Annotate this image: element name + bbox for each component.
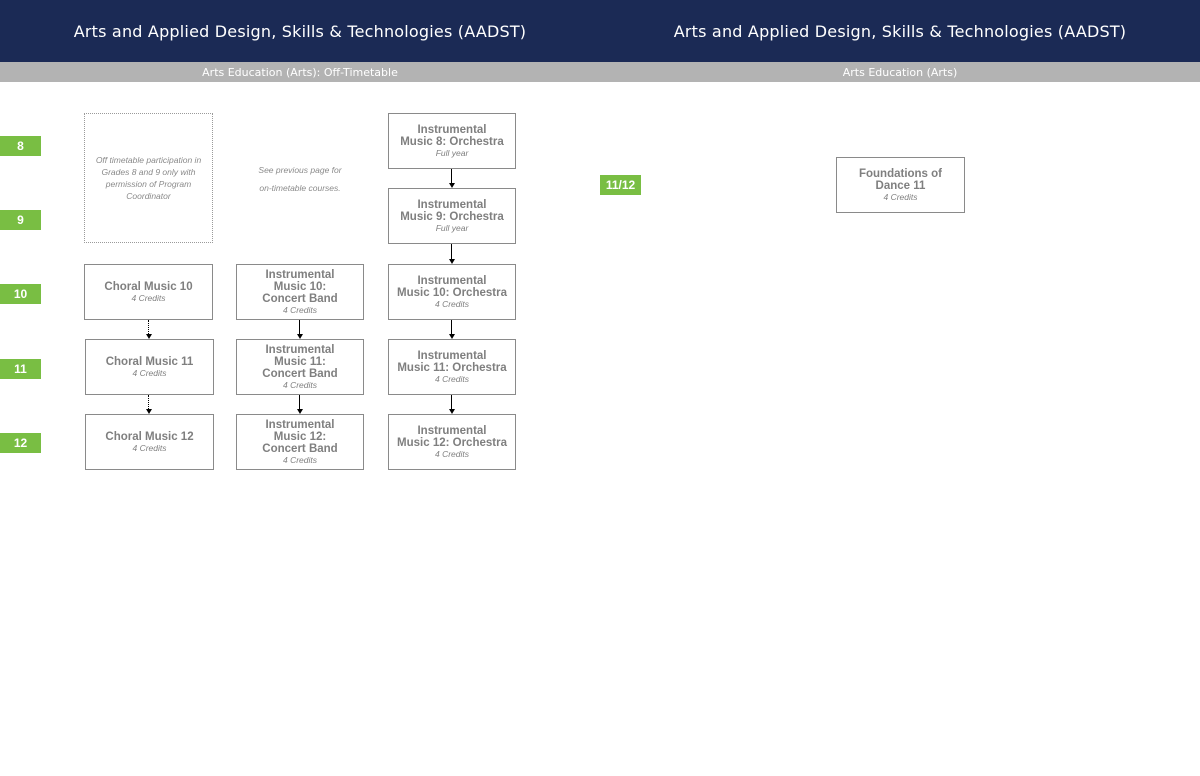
arrowhead-orch-9-10	[449, 259, 455, 264]
arrow-line-orch-9-10	[451, 244, 452, 259]
off-timetable-note-box: Off timetable participation in Grades 8 …	[84, 113, 213, 243]
grade-tag-9: 9	[0, 210, 41, 230]
course-credits: 4 Credits	[132, 442, 167, 453]
arrowhead-orch-11-12	[449, 409, 455, 414]
course-credits: 4 Credits	[883, 191, 918, 202]
course-title: Instrumental Music 9: Orchestra	[400, 198, 504, 223]
arrow-line-orch-10-11	[451, 320, 452, 334]
course-choral-music-10: Choral Music 10 4 Credits	[84, 264, 213, 320]
course-credits: 4 Credits	[434, 298, 469, 309]
arrowhead-band-10-11	[297, 334, 303, 339]
arrowhead-choral-11-12	[146, 409, 152, 414]
off-timetable-note: Off timetable participation in Grades 8 …	[95, 155, 202, 201]
see-previous-note: See previous page for on-timetable cours…	[258, 165, 342, 193]
grade-tag-10: 10	[0, 284, 41, 304]
arrow-line-orch-11-12	[451, 395, 452, 409]
course-credits: 4 Credits	[434, 448, 469, 459]
course-orchestra-11: Instrumental Music 11: Orchestra 4 Credi…	[388, 339, 516, 395]
course-concert-band-10: Instrumental Music 10: Concert Band 4 Cr…	[236, 264, 364, 320]
left-section-subtitle: Arts Education (Arts): Off-Timetable	[0, 62, 600, 82]
see-previous-note-wrap: See previous page for on-timetable cours…	[236, 160, 364, 196]
grade-tag-12: 12	[0, 433, 41, 453]
course-foundations-of-dance-11: Foundations of Dance 11 4 Credits	[836, 157, 965, 213]
course-orchestra-12: Instrumental Music 12: Orchestra 4 Credi…	[388, 414, 516, 470]
course-credits: 4 Credits	[131, 292, 166, 303]
course-title: Instrumental Music 10: Concert Band	[262, 268, 338, 305]
course-title: Instrumental Music 10: Orchestra	[397, 274, 507, 299]
arrow-line-choral-11-12	[148, 395, 149, 409]
course-choral-music-11: Choral Music 11 4 Credits	[85, 339, 214, 395]
course-title: Foundations of Dance 11	[858, 167, 943, 192]
course-title: Choral Music 11	[105, 355, 194, 368]
course-concert-band-12: Instrumental Music 12: Concert Band 4 Cr…	[236, 414, 364, 470]
course-credits: 4 Credits	[434, 373, 469, 384]
course-credits: 4 Credits	[282, 379, 317, 390]
arrow-line-orch-8-9	[451, 169, 452, 183]
course-orchestra-9: Instrumental Music 9: Orchestra Full yea…	[388, 188, 516, 244]
arrow-line-band-10-11	[299, 320, 300, 334]
right-page-title: Arts and Applied Design, Skills & Techno…	[600, 0, 1200, 62]
course-title: Instrumental Music 11: Concert Band	[262, 343, 338, 380]
course-credits: 4 Credits	[282, 304, 317, 315]
course-term: Full year	[435, 222, 469, 233]
arrow-line-band-11-12	[299, 395, 300, 409]
course-credits: 4 Credits	[282, 454, 317, 465]
course-title: Instrumental Music 11: Orchestra	[397, 349, 507, 374]
arrow-line-choral-10-11	[148, 320, 149, 334]
course-concert-band-11: Instrumental Music 11: Concert Band 4 Cr…	[236, 339, 364, 395]
course-choral-music-12: Choral Music 12 4 Credits	[85, 414, 214, 470]
grade-tag-11-12: 11/12	[600, 175, 641, 195]
arrowhead-band-11-12	[297, 409, 303, 414]
left-page-title: Arts and Applied Design, Skills & Techno…	[0, 0, 600, 62]
course-credits: 4 Credits	[132, 367, 167, 378]
right-section-subtitle: Arts Education (Arts)	[600, 62, 1200, 82]
course-term: Full year	[435, 147, 469, 158]
arrowhead-choral-10-11	[146, 334, 152, 339]
course-title: Instrumental Music 12: Orchestra	[397, 424, 507, 449]
arrowhead-orch-8-9	[449, 183, 455, 188]
course-title: Choral Music 12	[105, 430, 194, 443]
course-orchestra-8: Instrumental Music 8: Orchestra Full yea…	[388, 113, 516, 169]
course-title: Instrumental Music 12: Concert Band	[262, 418, 338, 455]
grade-tag-11: 11	[0, 359, 41, 379]
grade-tag-8: 8	[0, 136, 41, 156]
course-orchestra-10: Instrumental Music 10: Orchestra 4 Credi…	[388, 264, 516, 320]
arrowhead-orch-10-11	[449, 334, 455, 339]
course-title: Instrumental Music 8: Orchestra	[400, 123, 504, 148]
course-title: Choral Music 10	[104, 280, 193, 293]
